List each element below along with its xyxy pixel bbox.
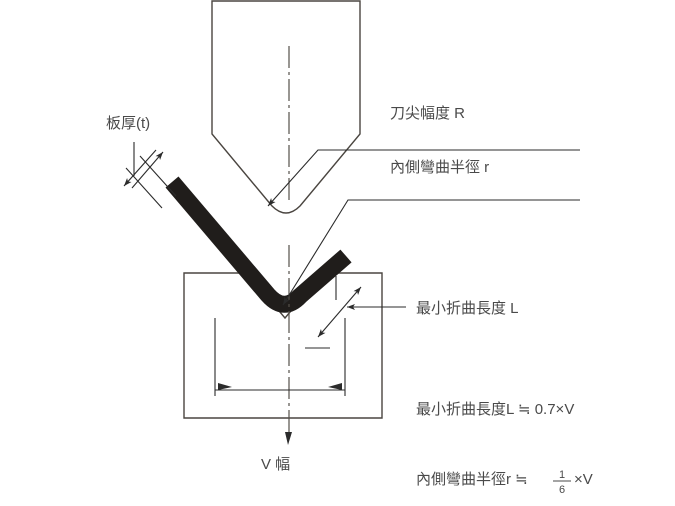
- formula-inner-bend-radius: 內側彎曲半徑r ≒ 1 6 ×V: [416, 469, 593, 496]
- v-width-arrow-left-icon: [218, 383, 232, 390]
- min-bend-length-dimension: [305, 276, 406, 349]
- upper-punch-tool: [211, 0, 361, 214]
- plate-thickness-label: 板厚(t): [106, 114, 150, 132]
- formula-inner-radius-numerator: 1: [559, 469, 565, 481]
- formula-min-bend-length: 最小折曲長度L ≒ 0.7×V: [416, 401, 574, 418]
- v-width-dimension: [214, 318, 346, 396]
- formula-inner-radius-suffix: ×V: [574, 471, 593, 488]
- min-bend-length-label: 最小折曲長度 L: [416, 300, 519, 317]
- inner-bend-radius-leader: [282, 199, 580, 306]
- punch-tip-radius-label: 刀尖幅度 R: [390, 105, 465, 122]
- vertical-centerline: [285, 46, 292, 445]
- v-width-label: V 幅: [261, 456, 290, 473]
- centerline-arrow-icon: [285, 432, 292, 445]
- formula-inner-radius-prefix: 內側彎曲半徑r ≒: [416, 471, 528, 488]
- sheet-profile: [165, 176, 352, 313]
- v-width-arrow-right-icon: [328, 383, 342, 390]
- plate-thickness-dimension: [123, 142, 177, 209]
- lower-die-tool: [183, 272, 383, 419]
- formula-inner-radius-denominator: 6: [559, 484, 565, 496]
- punch-body: [211, 0, 361, 214]
- die-body: [183, 272, 383, 419]
- inner-bend-radius-label: 內側彎曲半徑 r: [390, 159, 489, 176]
- bent-sheet-metal: [165, 176, 352, 313]
- punch-tip-radius-leader: [267, 149, 580, 207]
